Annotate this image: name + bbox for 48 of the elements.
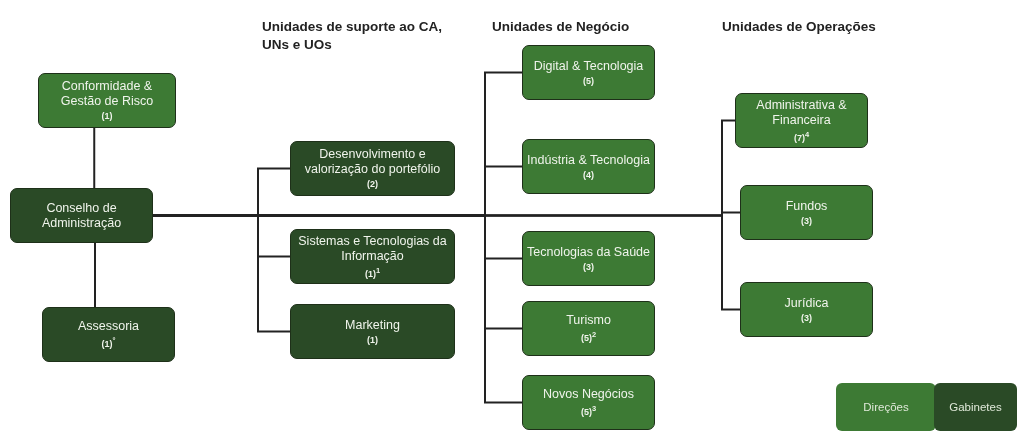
unit-box [522,45,655,100]
unit-name: Indústria & Tecnologia [527,152,650,168]
unit-box [10,188,153,243]
staff-count: (5)$^{2}$ [580,329,597,344]
unit-name: Digital & Tecnologia [533,58,644,74]
staff-count: (5) [583,74,594,87]
unit-box [740,185,873,240]
staff-count: (3) [801,311,812,324]
unit-box [522,375,655,430]
staff-count: (2) [367,178,378,190]
unit-name: Desenvolvimento e valorização do portefólio [303,147,442,177]
unit-box [522,139,655,194]
unit-name: Novos Negócios [543,387,634,402]
column-heading: Unidades de Operações [722,18,877,36]
unit-name: Tecnologias da Saúde [527,244,650,260]
connector-line [94,242,96,308]
staff-count: (7)$^{4}$ [793,128,810,144]
unit-box [290,141,455,196]
unit-box [38,73,176,128]
unit-name: Jurídica [784,295,829,311]
unit-box [290,229,455,284]
staff-count: (3) [583,260,594,273]
unit-name: Turismo [566,313,611,328]
unit-name: Assessoria [77,319,140,334]
staff-count: (1) [101,110,113,122]
unit-box [290,304,455,359]
unit-name: Conformidade & Gestão de Risco [59,79,155,109]
staff-count: (3) [801,214,812,227]
legend-swatch: Direções [836,383,936,431]
staff-count: (1)$^{1}$ [364,264,381,280]
staff-count: (1)$^{°}$ [101,335,116,350]
unit-name: Marketing [345,317,400,333]
staff-count: (1) [367,333,378,346]
unit-box [735,93,868,148]
connector-line [93,127,96,189]
staff-count: (4) [583,168,594,181]
legend-swatch: Gabinetes [934,383,1017,431]
unit-box [522,301,655,356]
column-heading: Unidades de suporte ao CA, UNs e UOs [262,18,444,54]
unit-name: Fundos [785,198,828,214]
column-heading: Unidades de Negócio [492,18,631,36]
unit-box [42,307,175,362]
unit-name: Administrativa & Financeira [755,97,848,128]
unit-name: Sistemas e Tecnologias da Informação [297,233,448,264]
staff-count: (5)$^{3}$ [580,403,597,418]
unit-name: Conselho de Administração [40,200,123,231]
unit-box [740,282,873,337]
unit-box [522,231,655,286]
